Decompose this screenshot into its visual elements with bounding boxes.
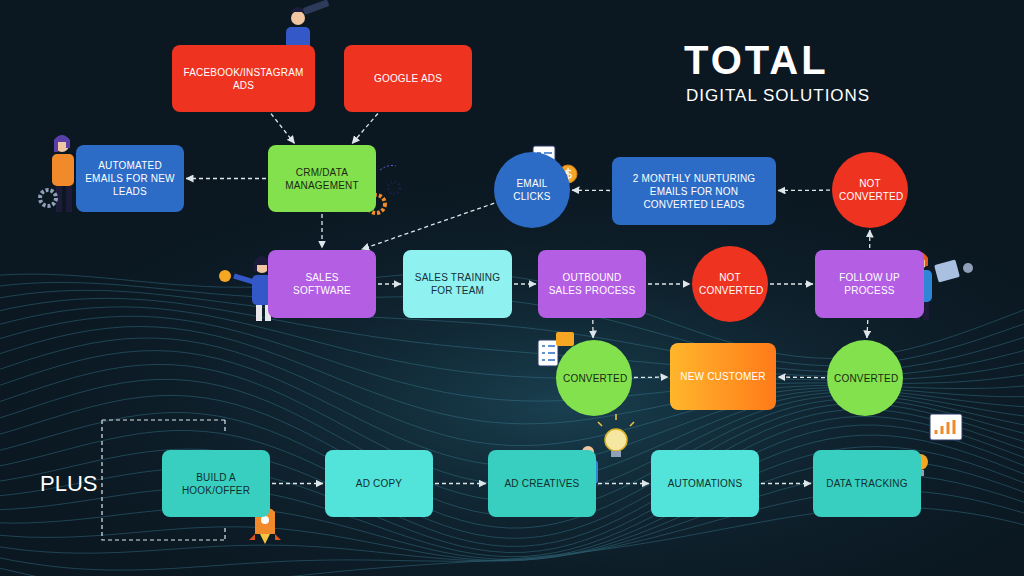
dashed-arrow <box>271 114 295 144</box>
node-label: DATA TRACKING <box>826 477 908 490</box>
node-label: SALES TRAINING FOR TEAM <box>411 271 504 297</box>
wave-line <box>0 338 1024 446</box>
dashed-arrow <box>272 483 323 484</box>
email-box: AUTOMATED EMAILS FOR NEW LEADS <box>76 145 184 212</box>
wave-line <box>0 435 1024 557</box>
step-box: DATA TRACKING <box>813 450 921 517</box>
wave-line <box>0 417 1024 547</box>
process-box: SALES SOFTWARE <box>268 250 376 318</box>
step-box: AD COPY <box>325 450 433 517</box>
node-label: AUTOMATED EMAILS FOR NEW LEADS <box>84 159 176 198</box>
node-label: SALES SOFTWARE <box>276 271 368 297</box>
ad-channel-box: GOOGLE ADS <box>344 45 472 112</box>
dashed-arrow <box>352 114 378 144</box>
step-box: AD CREATIVES <box>488 450 596 517</box>
node-label: NEW CUSTOMER <box>680 370 766 383</box>
dashed-arrow <box>378 283 401 284</box>
dashed-arrow <box>186 178 266 179</box>
node-label: AD COPY <box>356 477 402 490</box>
dashed-arrow <box>514 283 536 284</box>
step-box: AUTOMATIONS <box>651 450 759 517</box>
step-box: BUILD A HOOK/OFFER <box>162 450 270 517</box>
wave-line <box>0 425 1024 552</box>
dashed-arrow <box>770 283 813 284</box>
node-label: NOT CONVERTED <box>839 177 901 203</box>
node-label: FOLLOW UP PROCESS <box>823 271 916 297</box>
node-label: CRM/DATA MANAGEMENT <box>276 166 368 192</box>
wave-line <box>0 508 1024 576</box>
email-box: 2 MONTHLY NURTURING EMAILS FOR NON CONVE… <box>612 157 776 225</box>
wave-line <box>0 474 1024 561</box>
wave-line <box>0 327 1024 424</box>
outcome-circle: CONVERTED <box>556 340 632 416</box>
dashed-arrow <box>634 376 668 378</box>
dashed-arrow <box>435 483 486 484</box>
dashed-arrow <box>761 483 811 484</box>
dashed-arrow <box>362 203 495 249</box>
node-label: EMAIL CLICKS <box>501 177 563 203</box>
node-label: GOOGLE ADS <box>374 72 442 85</box>
node-label: BUILD A HOOK/OFFER <box>170 471 262 497</box>
wave-line <box>0 404 1024 529</box>
dashed-arrow <box>866 320 868 338</box>
dashed-arrow <box>778 376 825 378</box>
outcome-circle: NOT CONVERTED <box>832 152 908 228</box>
ad-channel-box: FACEBOOK/INSTAGRAM ADS <box>172 45 315 112</box>
process-box: SALES TRAINING FOR TEAM <box>403 250 512 318</box>
node-label: CONVERTED <box>834 372 896 385</box>
dashed-arrow <box>598 483 649 484</box>
outcome-circle: CONVERTED <box>827 340 903 416</box>
dashed-arrow <box>869 230 870 248</box>
node-label: FACEBOOK/INSTAGRAM ADS <box>180 66 307 92</box>
process-box: OUTBOUND SALES PROCESS <box>538 250 646 318</box>
wave-line <box>0 409 1024 538</box>
section-label: PLUS <box>40 471 97 497</box>
node-label: AUTOMATIONS <box>668 477 743 490</box>
outcome-circle: NOT CONVERTED <box>692 246 768 322</box>
process-box: FOLLOW UP PROCESS <box>815 250 924 318</box>
wave-line <box>0 447 1024 560</box>
dashed-arrow <box>778 190 830 192</box>
email-circle: EMAIL CLICKS <box>494 152 570 228</box>
logo-wordmark: TOTAL <box>684 38 829 83</box>
dashed-arrow <box>572 190 610 192</box>
node-label: CONVERTED <box>563 372 625 385</box>
process-box: CRM/DATA MANAGEMENT <box>268 145 376 212</box>
dashed-arrow <box>648 283 690 284</box>
dashed-arrow <box>321 214 322 248</box>
node-label: 2 MONTHLY NURTURING EMAILS FOR NON CONVE… <box>620 172 768 211</box>
node-label: NOT CONVERTED <box>699 271 761 297</box>
logo-subtitle: DIGITAL SOLUTIONS <box>686 86 870 106</box>
result-box: NEW CUSTOMER <box>670 343 776 410</box>
node-label: AD CREATIVES <box>504 477 579 490</box>
dashed-arrow <box>592 320 594 338</box>
node-label: OUTBOUND SALES PROCESS <box>546 271 638 297</box>
